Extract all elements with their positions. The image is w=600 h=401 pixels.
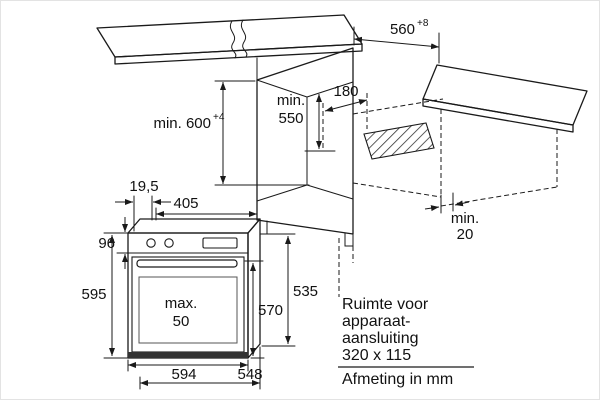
dim-label-niche-width: 560 (390, 21, 415, 38)
dim-label-rear-clearance-prefix: min. (451, 210, 479, 227)
units-note: Afmeting in mm (342, 371, 453, 388)
dim-top-depth: 405 (155, 195, 258, 221)
connection-note-line-4: 320 x 115 (342, 347, 411, 364)
oven-knob-right (164, 238, 174, 248)
dim-label-handle-clearance: 50 (173, 313, 190, 330)
oven-top-face (127, 218, 261, 234)
oven-side-face (247, 218, 261, 359)
dim-niche-depth: min. 550 (277, 92, 336, 152)
dim-label-oven-height: 595 (81, 286, 106, 303)
dim-oven-height: 595 (81, 232, 135, 359)
dim-label-top-depth: 405 (173, 195, 198, 212)
dim-handle-clearance: max. 50 (165, 295, 198, 330)
dim-label-connection-offset: 180 (333, 83, 358, 100)
connection-note: Ruimte voor apparaat- aansluiting 320 x … (342, 296, 429, 364)
dim-body-height: 535 (259, 233, 318, 347)
oven-handle (136, 259, 238, 268)
dim-label-niche-depth: 550 (278, 110, 303, 127)
hidden-edges (338, 98, 558, 297)
dim-niche-height: min. 600 +4 (153, 80, 310, 186)
countertop-break-line (229, 20, 237, 59)
dim-label-oven-depth: 548 (237, 366, 262, 383)
dim-label-front-overhang: 19,5 (129, 178, 158, 195)
countertop-right (422, 64, 588, 133)
oven-bottom-trim (128, 352, 248, 358)
niche-interior (256, 79, 354, 202)
dim-label-niche-depth-prefix: min. (277, 92, 305, 109)
niche-leg-right (344, 232, 354, 247)
dim-label-rear-clearance: 20 (457, 226, 474, 243)
connection-note-line-2: apparaat- (342, 313, 411, 330)
dim-label-oven-width: 594 (171, 366, 196, 383)
connection-note-line-3: aansluiting (342, 330, 419, 347)
dim-front-overhang: 19,5 (115, 178, 171, 232)
dim-door-height: 570 (244, 260, 283, 359)
connection-area-hatch (363, 122, 435, 160)
dim-oven-width: 594 (127, 359, 249, 383)
niche-front (256, 47, 354, 235)
dim-label-niche-width-tol: +8 (417, 18, 429, 29)
dim-label-niche-height: min. 600 (153, 115, 211, 132)
oven-display (202, 237, 238, 249)
oven-body (127, 218, 261, 359)
connection-note-line-1: Ruimte voor (342, 296, 429, 313)
oven-door-window (138, 276, 238, 344)
dim-label-door-height: 570 (258, 302, 283, 319)
niche-leg-left (259, 219, 268, 235)
countertop-left (96, 14, 363, 65)
dim-label-body-height: 535 (293, 283, 318, 300)
dim-rear-clearance: min. 20 (424, 192, 479, 243)
dim-connection-offset: 180 (322, 83, 368, 151)
dim-label-niche-height-tol: +4 (213, 112, 225, 123)
dim-niche-width: 560 +8 (353, 18, 440, 64)
oven-knob-left (146, 238, 156, 248)
dim-label-handle-prefix: max. (165, 295, 198, 312)
dim-oven-depth: 548 (139, 346, 263, 390)
